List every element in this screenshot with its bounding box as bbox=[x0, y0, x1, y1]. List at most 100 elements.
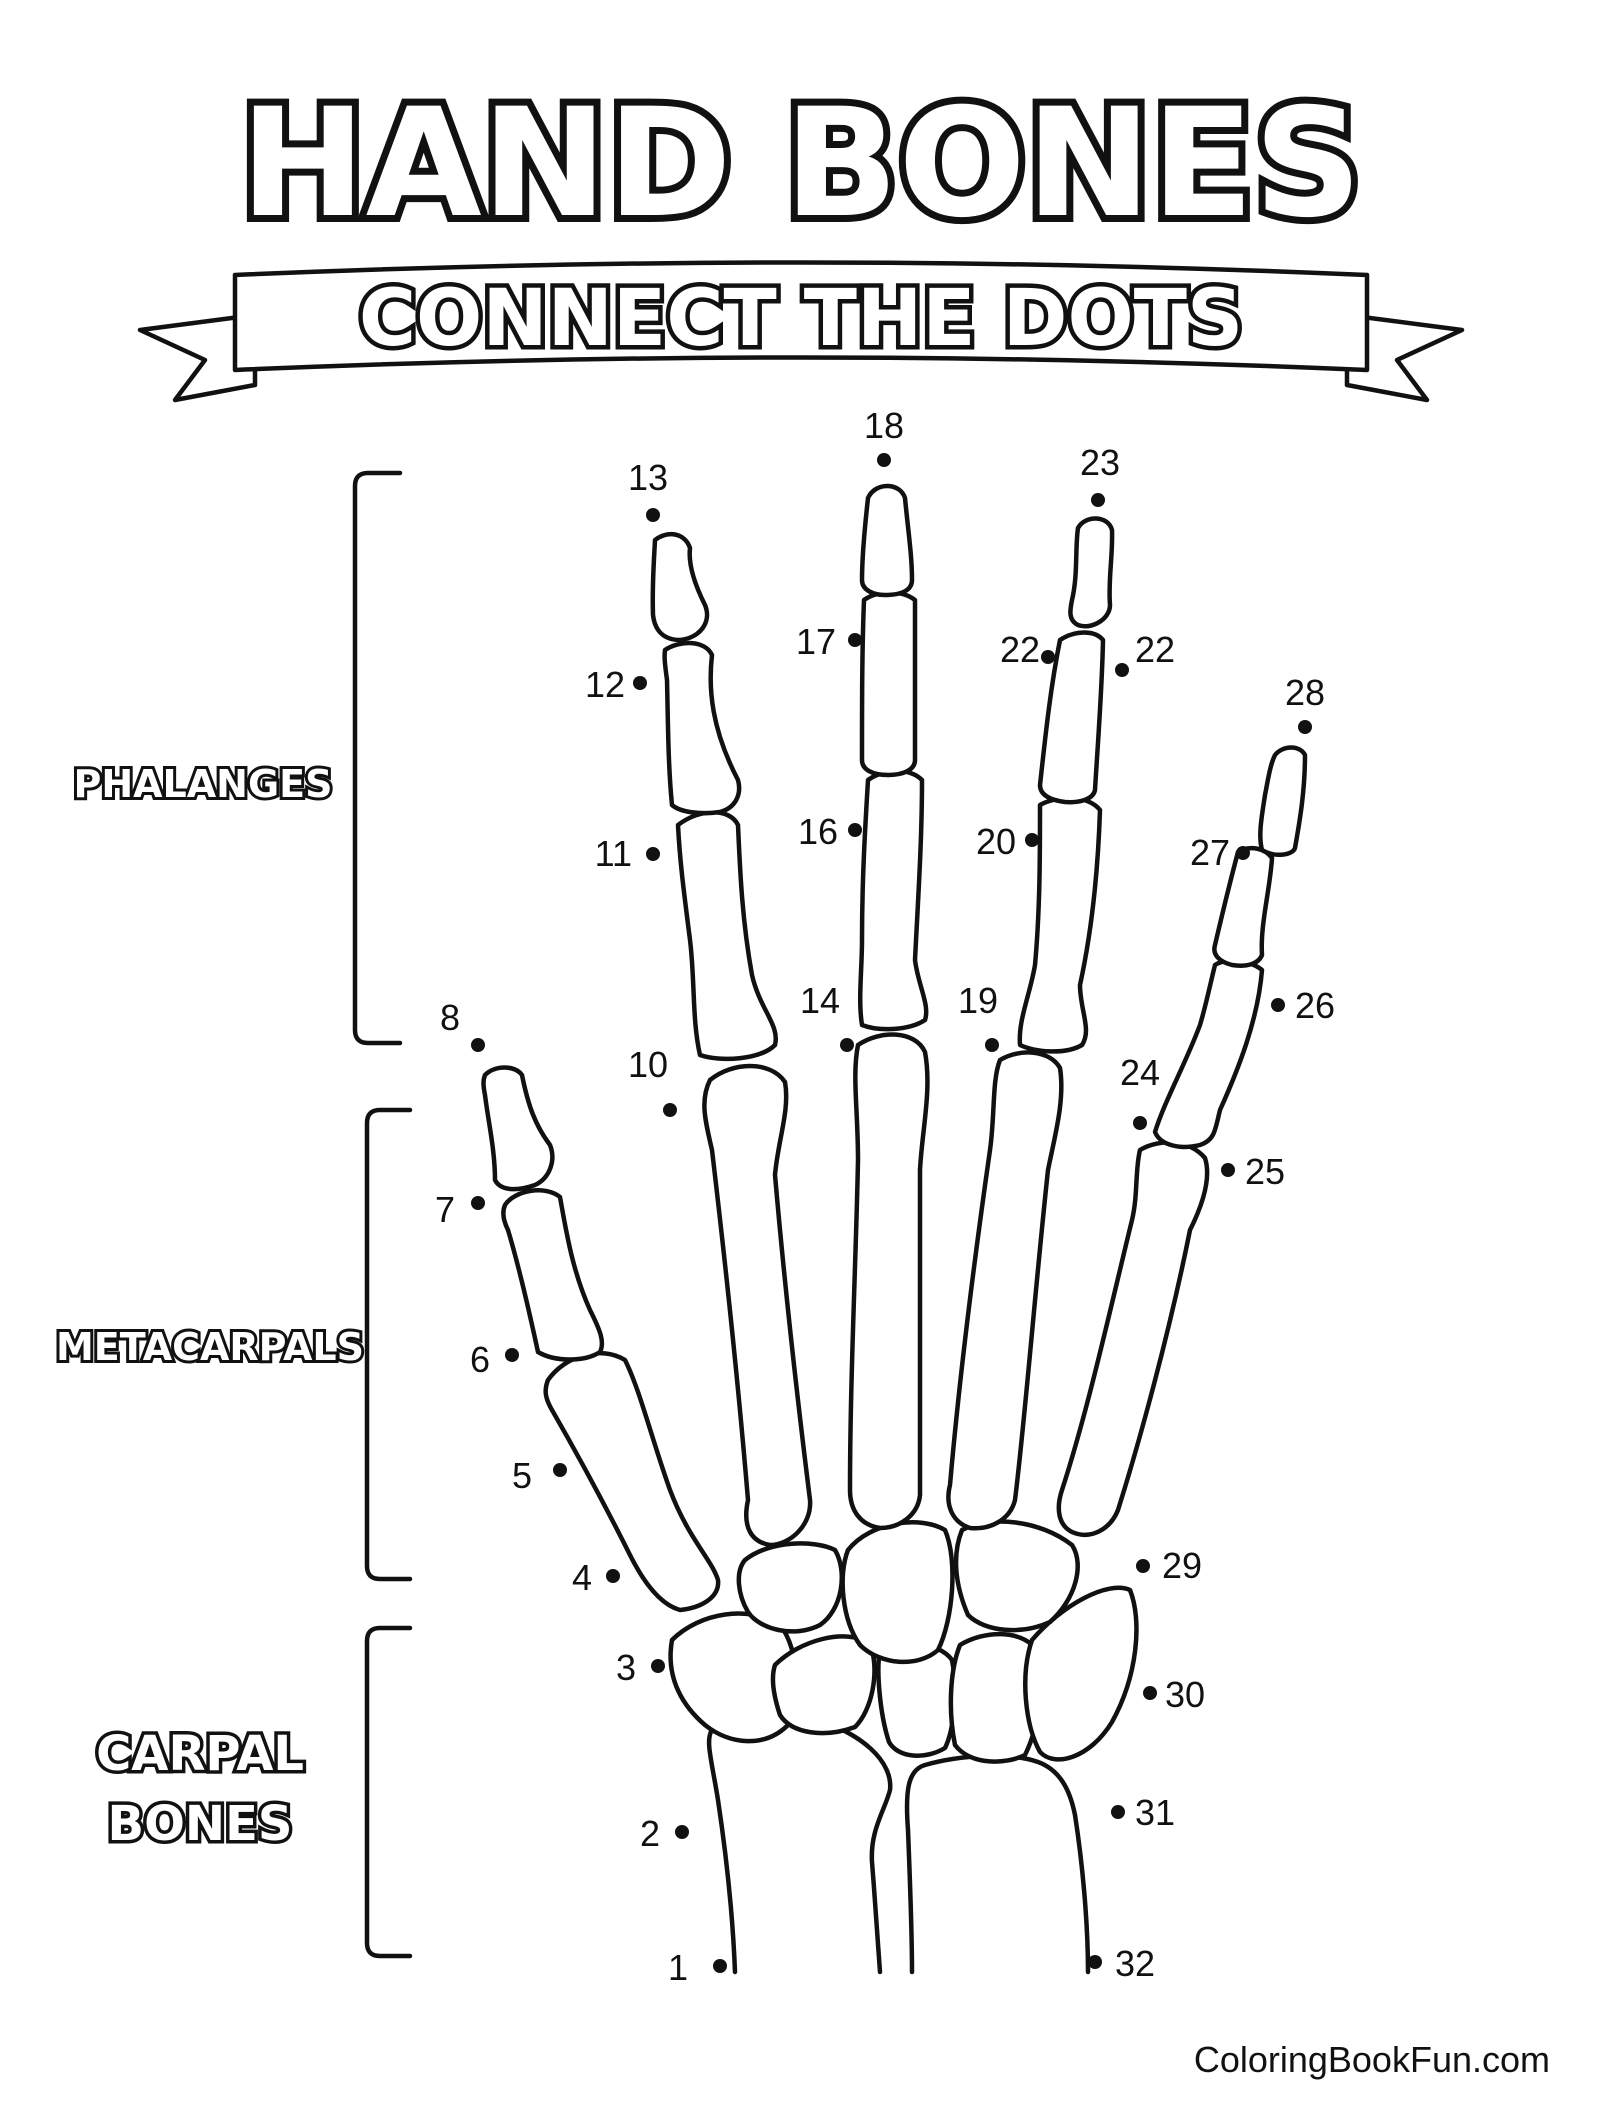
dot-marker bbox=[471, 1196, 485, 1210]
dot-number-label: 6 bbox=[470, 1339, 490, 1380]
dot-marker bbox=[646, 847, 660, 861]
dot-point: 7 bbox=[435, 1189, 485, 1230]
dot-number-label: 5 bbox=[512, 1455, 532, 1496]
dot-marker bbox=[471, 1038, 485, 1052]
dot-point: 30 bbox=[1143, 1674, 1205, 1715]
dot-point: 14 bbox=[800, 980, 854, 1052]
dot-marker bbox=[713, 1959, 727, 1973]
ring-distal-phalanx bbox=[1068, 516, 1115, 629]
middle-middle-phalanx bbox=[859, 590, 918, 778]
dot-number-label: 7 bbox=[435, 1189, 455, 1230]
index-distal-phalanx bbox=[650, 531, 710, 643]
dot-marker bbox=[606, 1569, 620, 1583]
dot-marker bbox=[663, 1103, 677, 1117]
dot-point: 17 bbox=[796, 621, 862, 662]
carpal-label-line2: BONES bbox=[108, 1796, 293, 1852]
dot-point: 8 bbox=[440, 997, 485, 1052]
dot-point: 25 bbox=[1221, 1151, 1285, 1192]
dot-number-label: 24 bbox=[1120, 1052, 1160, 1093]
triquetrum-bone bbox=[948, 1631, 1043, 1764]
ulna-bone bbox=[904, 1753, 1091, 1975]
dot-number-label: 18 bbox=[864, 405, 904, 446]
thumb-distal-phalanx bbox=[481, 1065, 555, 1192]
middle-metacarpal bbox=[847, 1032, 930, 1531]
dot-point: 19 bbox=[958, 980, 999, 1052]
hand-skeleton-drawing bbox=[481, 483, 1308, 1975]
dot-point: 4 bbox=[572, 1557, 620, 1598]
dot-point: 6 bbox=[470, 1339, 519, 1380]
dot-number-label: 8 bbox=[440, 997, 460, 1038]
dot-marker bbox=[1133, 1116, 1147, 1130]
dot-point: 3 bbox=[616, 1647, 665, 1688]
dot-marker bbox=[985, 1038, 999, 1052]
little-metacarpal bbox=[1056, 1140, 1210, 1537]
dot-marker bbox=[553, 1463, 567, 1477]
scaphoid-bone bbox=[770, 1634, 877, 1736]
dot-marker bbox=[840, 1038, 854, 1052]
dot-point: 23 bbox=[1080, 442, 1120, 507]
radius-bone bbox=[706, 1707, 893, 1975]
dot-marker bbox=[1041, 650, 1055, 664]
dot-number-label: 14 bbox=[800, 980, 840, 1021]
dot-point: 2 bbox=[640, 1813, 689, 1854]
dot-marker bbox=[651, 1659, 665, 1673]
dot-number-label: 23 bbox=[1080, 442, 1120, 483]
dot-point: 27 bbox=[1190, 832, 1250, 873]
little-middle-phalanx bbox=[1212, 845, 1275, 968]
little-proximal-phalanx bbox=[1152, 958, 1265, 1150]
dot-number-label: 16 bbox=[798, 811, 838, 852]
dot-point: 16 bbox=[798, 811, 862, 852]
dot-marker bbox=[1271, 998, 1285, 1012]
ring-metacarpal bbox=[946, 1050, 1064, 1531]
dot-number-label: 12 bbox=[585, 664, 625, 705]
dot-number-label: 4 bbox=[572, 1557, 592, 1598]
dot-marker bbox=[633, 676, 647, 690]
dot-point: 29 bbox=[1136, 1545, 1202, 1586]
site-credit: ColoringBookFun.com bbox=[1194, 2039, 1550, 2080]
metacarpals-label: METACARPALS bbox=[56, 1325, 364, 1369]
dot-point: 28 bbox=[1285, 672, 1325, 734]
dot-number-label: 26 bbox=[1295, 985, 1335, 1026]
dot-marker bbox=[848, 823, 862, 837]
dot-point: 26 bbox=[1271, 985, 1335, 1026]
dot-number-label: 13 bbox=[628, 457, 668, 498]
carpal-label-line1: CARPAL bbox=[96, 1726, 304, 1782]
dot-number-label: 19 bbox=[958, 980, 998, 1021]
capitate-bone bbox=[840, 1520, 955, 1665]
dot-point: 22 bbox=[1115, 629, 1175, 677]
ring-middle-phalanx bbox=[1037, 630, 1106, 805]
dot-point: 13 bbox=[628, 457, 668, 522]
dot-marker bbox=[1091, 493, 1105, 507]
dot-point: 11 bbox=[595, 833, 660, 874]
ring-proximal-phalanx bbox=[1017, 795, 1103, 1054]
dot-point: 24 bbox=[1120, 1052, 1160, 1130]
little-distal-phalanx bbox=[1258, 745, 1308, 857]
dot-marker bbox=[1136, 1559, 1150, 1573]
dot-point: 32 bbox=[1088, 1943, 1155, 1984]
dot-marker bbox=[1115, 663, 1129, 677]
dot-marker bbox=[646, 508, 660, 522]
page-title: HAND BONES bbox=[240, 77, 1362, 251]
dot-point: 1 bbox=[668, 1947, 727, 1988]
dot-marker bbox=[848, 633, 862, 647]
dot-number-label: 22 bbox=[1000, 629, 1040, 670]
dot-number-label: 17 bbox=[796, 621, 836, 662]
dot-marker bbox=[877, 453, 891, 467]
dot-marker bbox=[1111, 1805, 1125, 1819]
phalanges-bracket bbox=[352, 470, 403, 1046]
trapezoid-bone bbox=[736, 1541, 844, 1634]
index-metacarpal bbox=[702, 1063, 813, 1548]
dot-marker bbox=[1143, 1686, 1157, 1700]
dot-number-label: 22 bbox=[1135, 629, 1175, 670]
page-subtitle: CONNECT THE DOTS bbox=[359, 274, 1243, 364]
dot-point: 20 bbox=[976, 821, 1039, 862]
dot-number-label: 11 bbox=[595, 833, 632, 874]
dot-number-label: 20 bbox=[976, 821, 1016, 862]
thumb-proximal-phalanx bbox=[501, 1188, 605, 1362]
middle-proximal-phalanx bbox=[857, 768, 929, 1032]
ribbon-banner: CONNECT THE DOTS bbox=[137, 260, 1465, 403]
middle-distal-phalanx bbox=[859, 483, 915, 598]
dot-marker bbox=[1025, 833, 1039, 847]
